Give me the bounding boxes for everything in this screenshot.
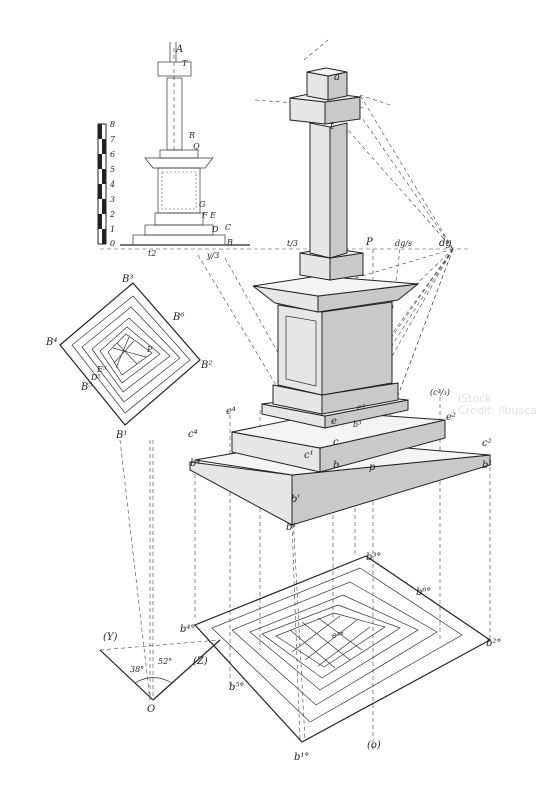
label-B2: B² (200, 360, 212, 371)
label-G: G (199, 200, 206, 209)
label-P-small: P (146, 345, 153, 354)
label-b: b (333, 460, 339, 471)
label-e4: e⁴ (226, 406, 236, 417)
label-b1-low: b¹ (286, 522, 296, 533)
label-b3: b³ (353, 420, 361, 429)
label-y3: y/3 (206, 251, 219, 260)
label-Y: (Y) (103, 632, 118, 643)
label-b2o: b²° (486, 638, 501, 649)
label-b6o: b⁶° (416, 587, 431, 598)
scale-tick-0: 0 (110, 239, 115, 248)
plan-view-small: B³ B⁶ B⁴ B² D⁵ E⁵ B⁵ B¹ P (45, 274, 212, 441)
label-P: P (365, 237, 373, 248)
scale-tick-2: 2 (109, 210, 115, 219)
label-t3: t/3 (287, 239, 298, 248)
scale-tick-8: 8 (110, 120, 115, 129)
angle-diagram: (Y) (Z) 38° 52° O (99, 440, 221, 715)
label-dg2: dg/s (395, 239, 412, 248)
label-b4: b⁴ (190, 458, 200, 469)
label-d23: (c²/₃) (430, 388, 450, 397)
label-A: A (175, 44, 183, 55)
scale-tick-7: 7 (110, 135, 116, 144)
scale-tick-1: 1 (110, 225, 115, 234)
label-b1o: b¹° (294, 752, 309, 763)
label-t: t (330, 121, 335, 132)
label-R: R (188, 131, 195, 140)
label-Z: (Z) (193, 656, 208, 667)
label-E5: E⁵ (96, 365, 107, 374)
label-B6: B⁶ (172, 312, 184, 323)
ground-plan-perspective: b³° b⁶° b⁴° b²° b⁵° b¹° e³° (o) (180, 552, 501, 763)
label-b4o: b⁴° (180, 624, 195, 635)
label-B4: B⁴ (45, 337, 57, 348)
label-B5: B⁵ (80, 382, 92, 393)
label-c4: c⁴ (188, 429, 198, 440)
label-o: (o) (367, 740, 381, 751)
label-C: C (225, 223, 231, 232)
label-38: 38° (130, 665, 144, 674)
label-c1: c¹ (304, 450, 314, 461)
label-D: D (211, 225, 219, 234)
label-B1: B¹ (115, 430, 127, 441)
label-b3o: b³° (366, 552, 381, 563)
label-F: F (201, 211, 208, 220)
label-52: 52° (158, 657, 172, 666)
perspective-monument: a t t/3 P dg/s dg e⁴ e³ e e² (c²/₃) b³ c… (119, 39, 492, 750)
elevation-view: A T R Q G F E D C B t2 y/3 (120, 42, 250, 260)
label-b5o: b⁵° (229, 682, 244, 693)
label-b1: b¹ (482, 460, 492, 471)
scale-tick-4: 4 (109, 180, 115, 189)
label-B3: B³ (121, 274, 133, 285)
watermark-credit: Credit: ilbusca (458, 404, 537, 417)
watermark: iStock Credit: ilbusca (458, 392, 537, 417)
scale-tick-6: 6 (110, 150, 115, 159)
label-E: E (209, 211, 216, 220)
label-c2: c² (482, 438, 492, 449)
label-p: p (369, 462, 376, 473)
label-Q: Q (193, 142, 200, 151)
label-B: B (226, 238, 233, 247)
label-c: c (333, 437, 339, 448)
watermark-text: iStock (458, 392, 492, 405)
label-T: T (182, 59, 188, 68)
label-O: O (147, 704, 155, 715)
label-eo: e³° (332, 631, 344, 640)
label-a: a (334, 72, 340, 83)
label-b-prime: b' (291, 494, 300, 505)
scale-tick-5: 5 (110, 165, 115, 174)
label-e2: e² (446, 412, 456, 423)
label-dg: dg (439, 238, 452, 249)
label-t2: t2 (148, 249, 156, 258)
label-D5: D⁵ (90, 373, 101, 382)
label-e3: e³ (357, 403, 365, 412)
scale-tick-3: 3 (110, 195, 115, 204)
label-e: e (331, 416, 337, 427)
scale-bar: 8 7 6 5 4 3 2 1 0 (97, 120, 116, 248)
